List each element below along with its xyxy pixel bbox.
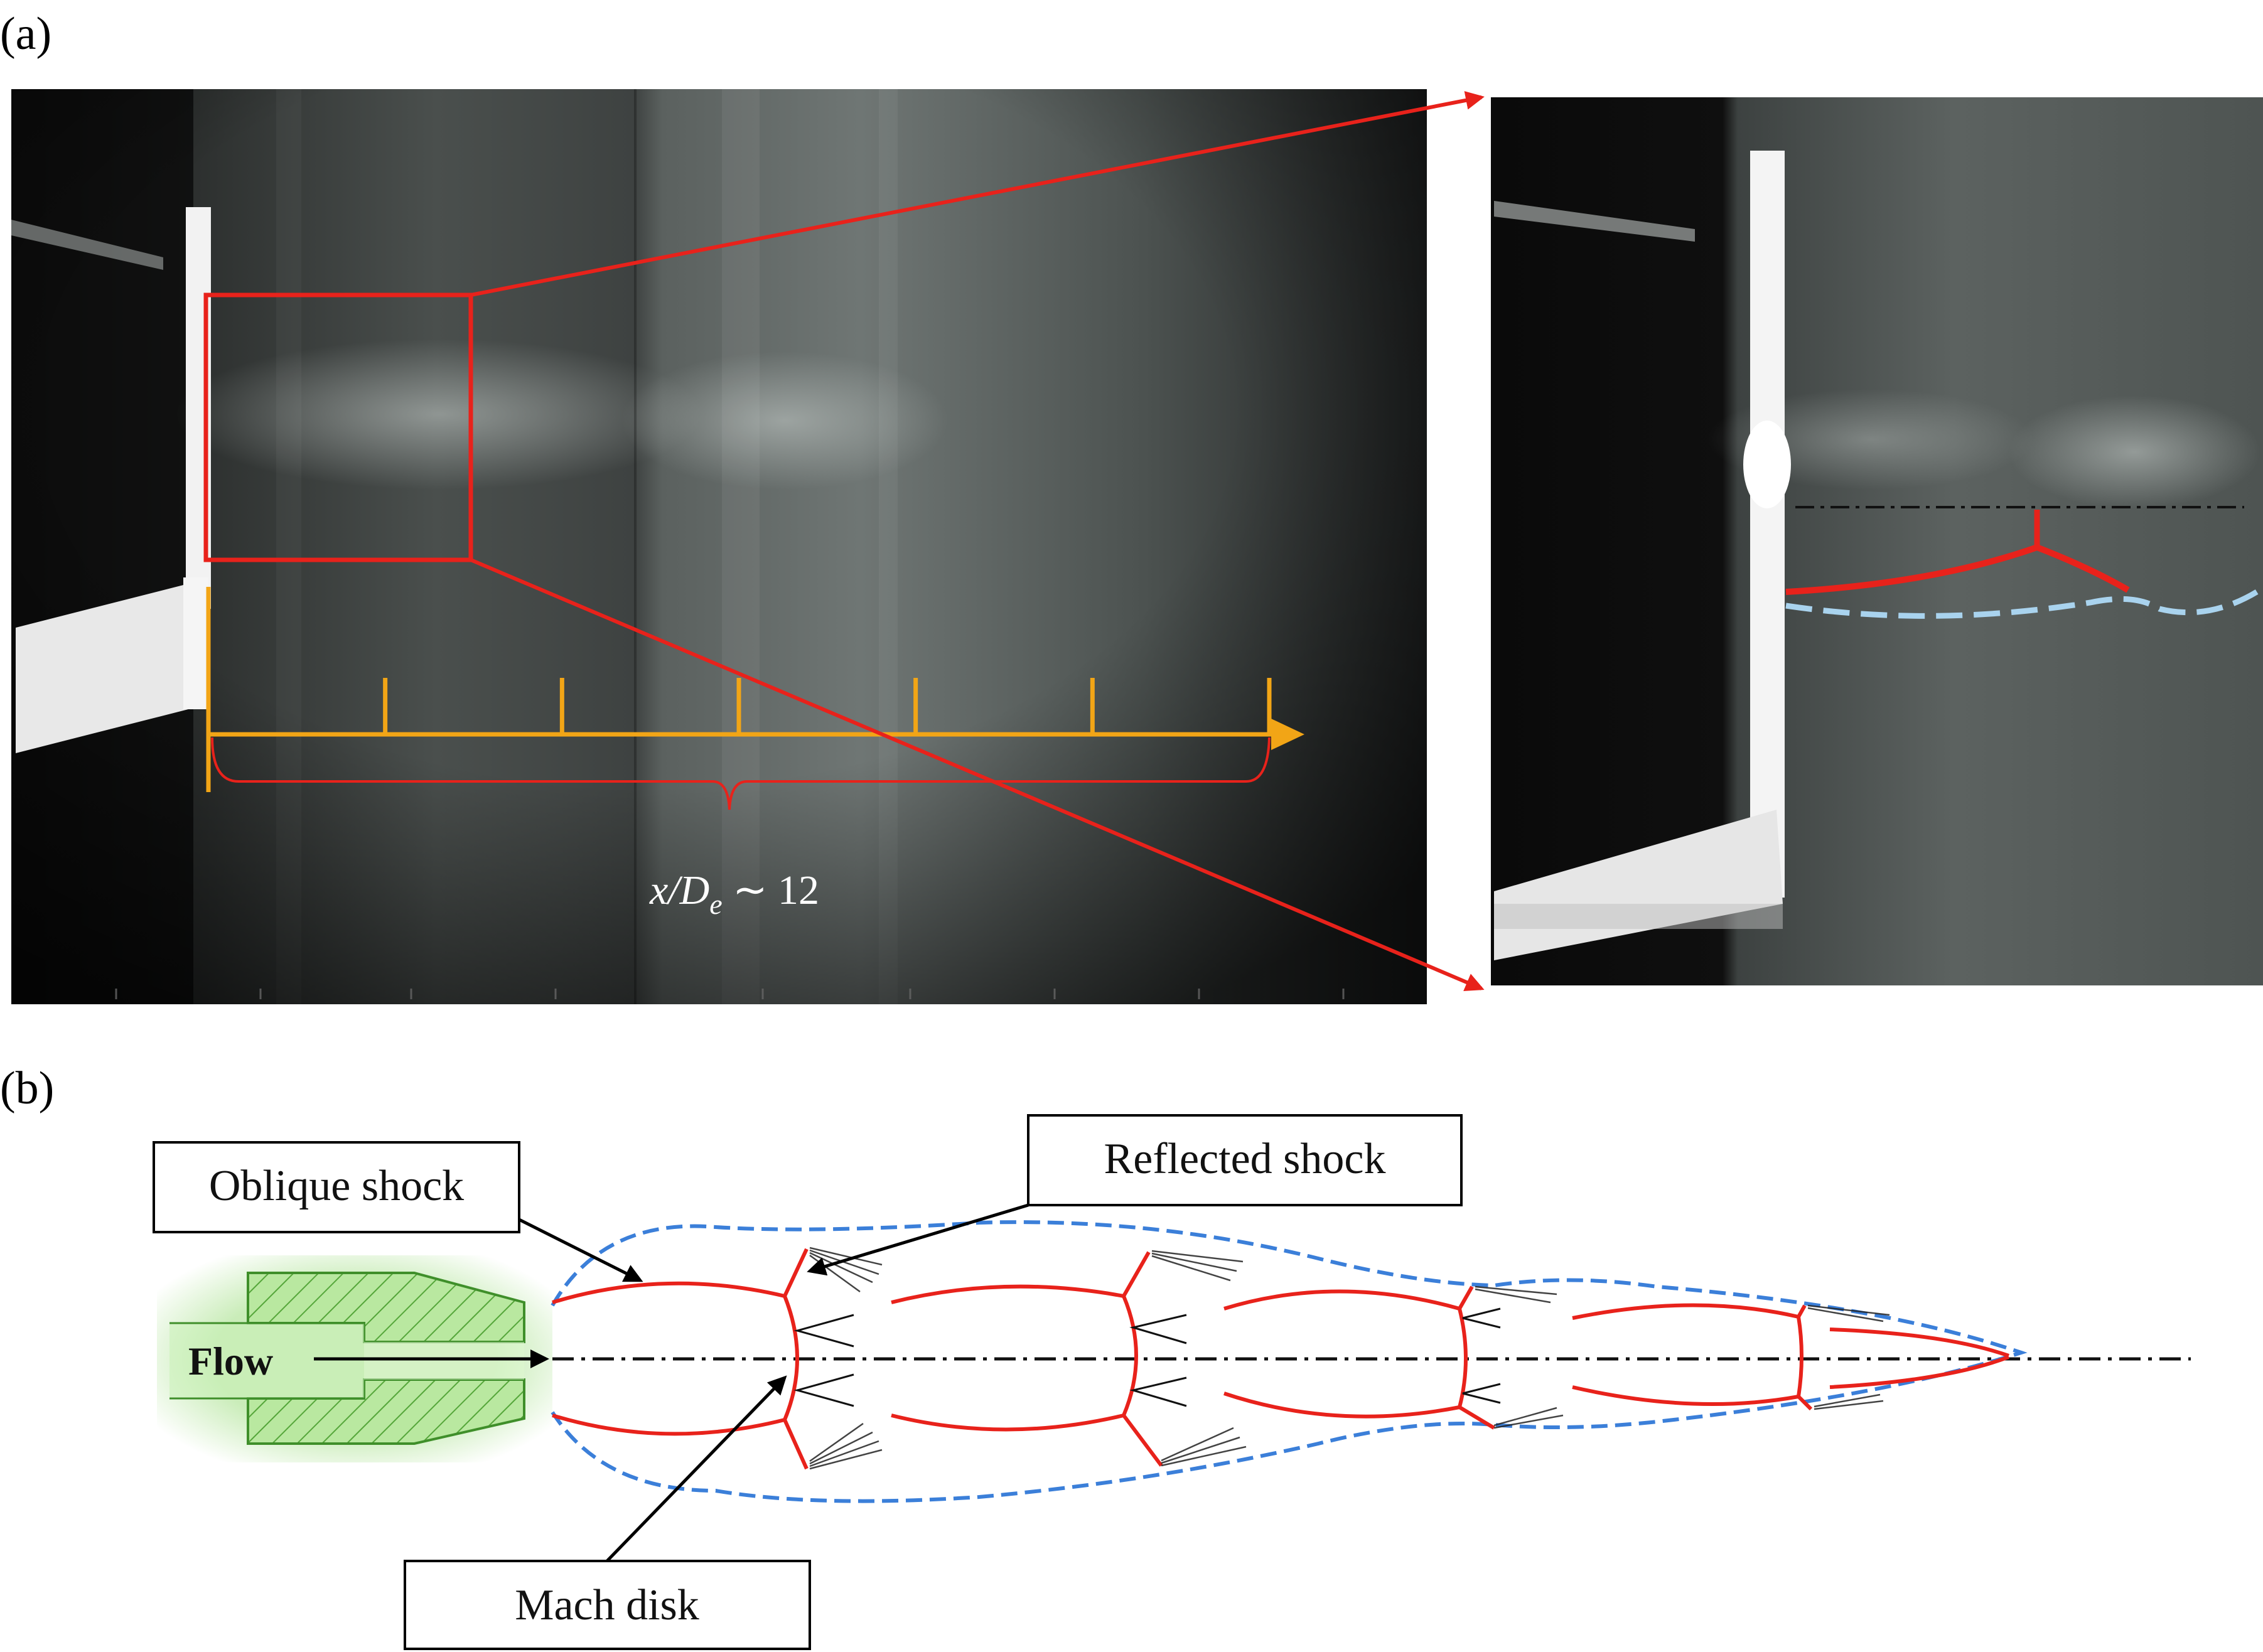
compression-chevrons bbox=[793, 1307, 1501, 1407]
svg-text:Oblique shock: Oblique shock bbox=[209, 1162, 464, 1210]
mach-disk-callout: Mach disk bbox=[404, 1375, 811, 1650]
panel-b-label: (b) bbox=[0, 1063, 54, 1114]
zoom-leader-top bbox=[470, 91, 1485, 297]
scale-axis-arrowhead bbox=[1271, 719, 1304, 750]
flow-label: Flow bbox=[188, 1339, 273, 1383]
svg-text:Mach disk: Mach disk bbox=[515, 1581, 699, 1629]
scale-length-label: x/De ∼ 12 bbox=[649, 867, 819, 920]
scale-brace bbox=[211, 737, 1271, 810]
scale-axis bbox=[206, 587, 1274, 792]
schlieren-photo-zoom bbox=[1491, 97, 2263, 985]
schlieren-photo-left bbox=[11, 89, 1427, 1004]
zoom-mach-disk bbox=[1785, 544, 2130, 595]
zoom-boundary bbox=[1785, 587, 2262, 619]
jet-boundary bbox=[551, 1220, 2028, 1503]
zoom-region-box bbox=[203, 292, 473, 562]
panel-a-label: (a) bbox=[0, 8, 51, 60]
zoom-leader-bottom bbox=[470, 558, 1485, 992]
oblique-shock-callout: Oblique shock bbox=[153, 1141, 643, 1282]
svg-text:Reflected shock: Reflected shock bbox=[1104, 1135, 1386, 1183]
shock-cells bbox=[552, 1248, 2010, 1470]
reflected-shock-callout: Reflected shock bbox=[807, 1114, 1463, 1276]
